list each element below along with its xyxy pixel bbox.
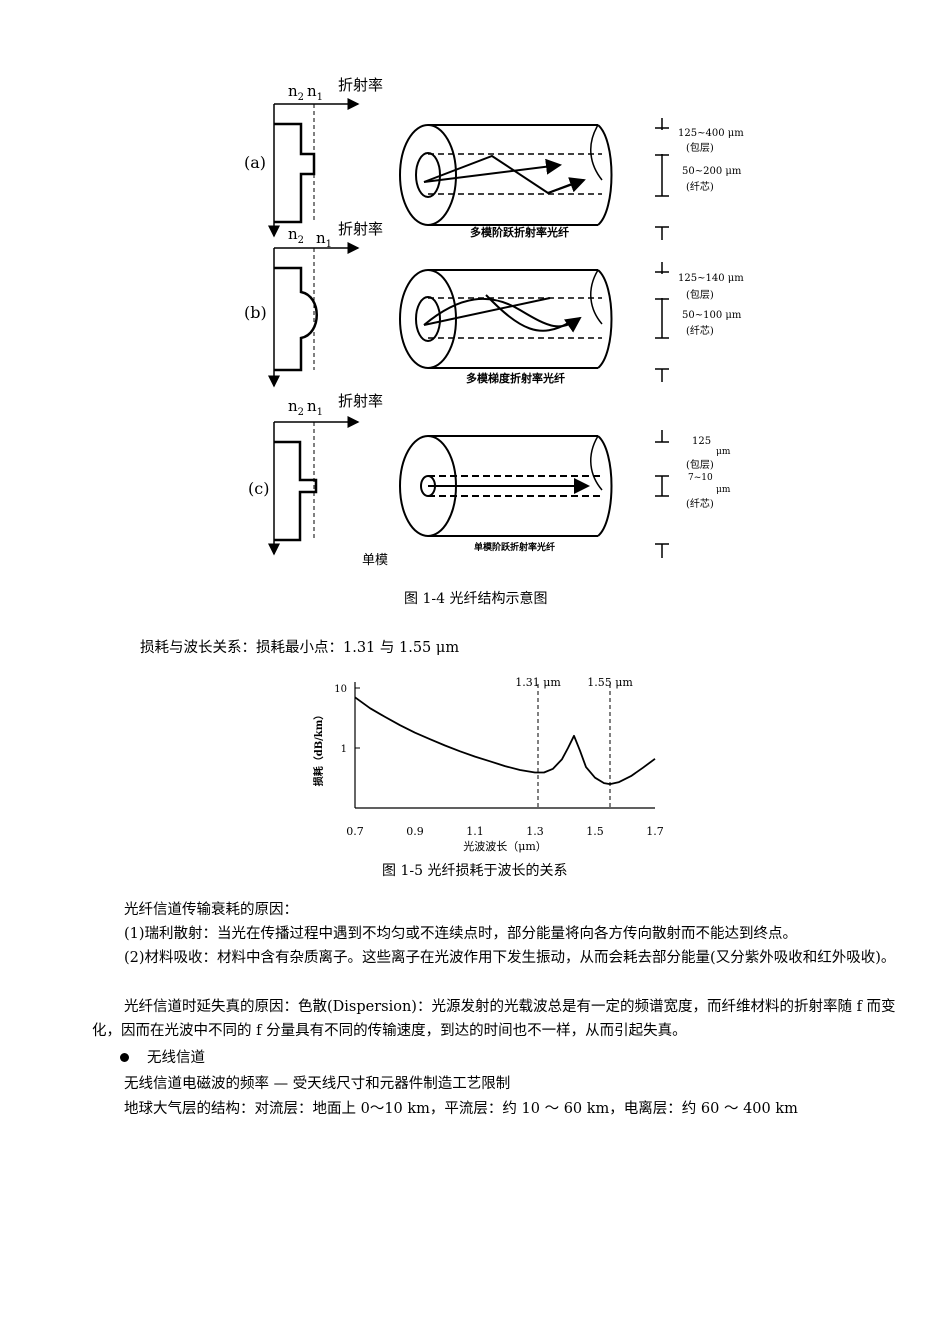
y-axis-label: 损耗（dB/km）: [312, 710, 325, 787]
core-dim-c: 7~10: [688, 473, 713, 483]
clad-label-a: (包层): [686, 141, 714, 154]
paragraph-atmosphere: 地球大气层的结构：对流层：地面上 0～10 km，平流层：约 10 ～ 60 k…: [124, 1101, 798, 1117]
paragraph-rayleigh: (1)瑞利散射：当光在传播过程中遇到不均匀或不连续点时，部分能量将向各方传向散射…: [124, 926, 798, 942]
clad-dim-c: 125: [692, 436, 711, 447]
paragraph-absorption: (2)材料吸收：材料中含有杂质离子。这些离子在光波作用下发生振动，从而会耗去部分…: [124, 950, 896, 966]
clad-label-b: (包层): [686, 288, 714, 301]
axis-label-c: 折射率: [338, 392, 383, 410]
figure-1-4-caption: 图 1-4 光纤结构示意图: [404, 591, 548, 607]
clad-unit-c: μm: [716, 447, 731, 457]
y-tick-label: 1: [341, 744, 347, 755]
core-label-a: (纤芯): [686, 180, 714, 193]
x-tick-label: 1.3: [526, 825, 544, 838]
x-tick-label: 1.5: [586, 825, 604, 838]
wavelength-marker-label: 1.55 μm: [587, 676, 633, 689]
n2-label-b: n2: [288, 225, 304, 246]
axis-label-b: 折射率: [338, 220, 383, 238]
x-tick-label: 1.1: [466, 825, 484, 838]
axis-label-a: 折射率: [338, 76, 383, 94]
n2-label-c: n2: [288, 397, 304, 418]
panel-a-label: (a): [244, 153, 266, 172]
single-mode-note: 单模: [362, 553, 388, 568]
loss-intro: 损耗与波长关系：损耗最小点：1.31 与 1.55 μm: [140, 640, 460, 656]
n1-label-a: n1: [307, 82, 323, 103]
core-label-b: (纤芯): [686, 324, 714, 337]
core-dim-b: 50~100 μm: [682, 310, 742, 321]
core-dim-a: 50~200 μm: [682, 166, 742, 177]
y-tick-label: 10: [334, 684, 347, 695]
panel-b-label: (b): [244, 303, 267, 322]
n1-label-b: n1: [316, 229, 332, 250]
core-unit-c: μm: [716, 485, 731, 495]
bullet-wireless: 无线信道: [120, 1046, 930, 1070]
wavelength-marker-label: 1.31 μm: [515, 676, 561, 689]
fiber-structure-figure: (a) n2 n1 折射率 多模阶跃折射率光纤 125~400 μm (包层) …: [244, 76, 744, 568]
paragraph-frequency: 无线信道电磁波的频率 — 受天线尺寸和元器件制造工艺限制: [124, 1076, 511, 1092]
bullet-icon: [120, 1052, 129, 1062]
fiber-name-b: 多模梯度折射率光纤: [466, 371, 565, 385]
fiber-name-a: 多模阶跃折射率光纤: [470, 225, 569, 239]
n1-label-c: n1: [307, 397, 323, 418]
paragraph-dispersion: 光纤信道时延失真的原因：色散(Dispersion)：光源发射的光载波总是有一定…: [92, 999, 896, 1039]
loss-curve: [354, 696, 656, 785]
n2-label-a: n2: [288, 82, 304, 103]
x-axis-label: 光波波长（μm）: [463, 839, 547, 853]
bullet-wireless-label: 无线信道: [147, 1050, 205, 1066]
clad-label-c: (包层): [686, 458, 714, 471]
clad-dim-a: 125~400 μm: [678, 128, 744, 139]
figure-1-5-caption: 图 1-5 光纤损耗于波长的关系: [382, 863, 568, 879]
x-tick-label: 1.7: [646, 825, 664, 838]
panel-c-label: (c): [248, 479, 269, 498]
clad-dim-b: 125~140 μm: [678, 273, 744, 284]
x-tick-label: 0.7: [346, 825, 364, 838]
panel-c: (c) n2 n1 折射率 单模阶跃折射率光纤 125 μm (包层) 7~10…: [248, 392, 731, 558]
panel-b: (b) n2 n1 折射率 多模梯度折射率光纤 125~140 μm (包层) …: [244, 220, 744, 388]
fiber-name-c: 单模阶跃折射率光纤: [474, 541, 555, 553]
paragraph-attenuation-causes: 光纤信道传输衰耗的原因：: [124, 902, 298, 918]
core-label-c: (纤芯): [686, 497, 714, 510]
loss-wavelength-chart: 10 1 0.7 0.9 1.1 1.3 1.5 1.7 光波波长（μm） 损耗（dB/km） 1.…: [312, 676, 664, 853]
x-tick-label: 0.9: [406, 825, 424, 838]
panel-a: (a) n2 n1 折射率 多模阶跃折射率光纤 125~400 μm (包层) …: [244, 76, 744, 240]
